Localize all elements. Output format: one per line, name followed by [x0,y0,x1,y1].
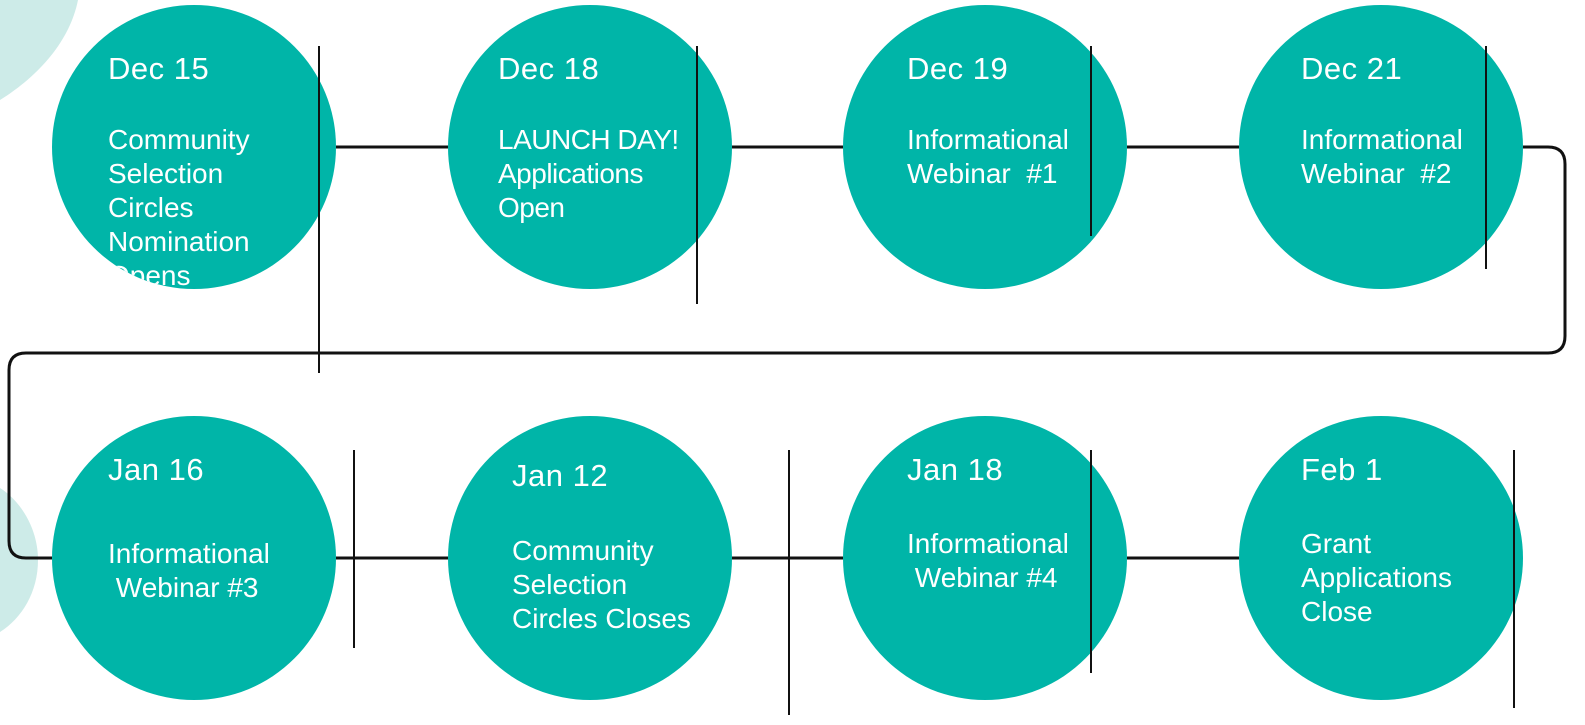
milestone-node: Dec 18 LAUNCH DAY! Applications Open [448,5,732,289]
milestone-date: Feb 1 [1301,452,1383,487]
milestone-node: Feb 1 Grant Applications Close [1239,416,1523,700]
timeline-path [7,145,1567,560]
milestone-date: Jan 12 [512,458,609,493]
milestone-description: Community Selection Circles Nomination O… [108,124,250,289]
milestone-node: Jan 18 Informational Webinar #4 [843,416,1127,700]
vertical-divider-line [788,450,790,715]
vertical-divider-line [318,46,320,373]
vertical-divider-line [1090,46,1092,236]
milestone-node: Dec 19 Informational Webinar #1 [843,5,1127,289]
milestone-date: Jan 16 [108,452,205,487]
milestone-description: Informational Webinar #4 [907,528,1069,593]
milestone-node: Jan 12 Community Selection Circles Close… [448,416,732,700]
milestone-date: Dec 19 [907,51,1009,86]
milestone-date: Dec 18 [498,51,600,86]
vertical-divider-line [1513,450,1515,708]
milestone-node: Dec 21 Informational Webinar #2 [1239,5,1523,289]
milestone-description: LAUNCH DAY! Applications Open [498,124,679,223]
vertical-divider-line [1090,450,1092,673]
milestone-description: Community Selection Circles Closes [512,535,691,634]
milestone-description: Informational Webinar #1 [907,124,1069,189]
milestone-description: Informational Webinar #3 [108,538,270,603]
milestone-date: Dec 15 [108,51,210,86]
milestone-node: Jan 16 Informational Webinar #3 [52,416,336,700]
milestone-description: Grant Applications Close [1301,528,1452,627]
milestone-node: Dec 15 Community Selection Circles Nomin… [52,5,336,289]
vertical-divider-line [353,450,355,648]
milestone-date: Dec 21 [1301,51,1403,86]
decor-blob-bottom-left [0,488,38,632]
milestone-description: Informational Webinar #2 [1301,124,1463,189]
decor-blob-top-left [0,0,78,100]
vertical-divider-line [1485,46,1487,269]
vertical-divider-line [696,46,698,304]
milestone-date: Jan 18 [907,452,1004,487]
